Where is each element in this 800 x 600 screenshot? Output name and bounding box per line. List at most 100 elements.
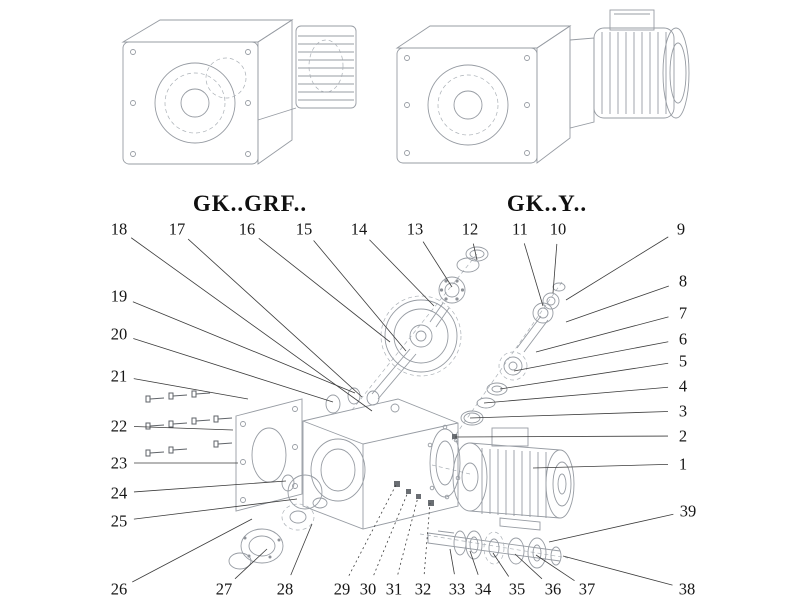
- callout-number-11: 11: [512, 220, 528, 239]
- gearbox-grf-drawing: [121, 19, 357, 165]
- callout-number-17: 17: [169, 220, 186, 239]
- callout-number-30: 30: [360, 580, 377, 599]
- mounting-flange: [235, 398, 303, 512]
- leader-line-38: [562, 555, 673, 586]
- leader-line-36: [514, 553, 543, 580]
- leader-line-13: [422, 241, 453, 288]
- callout-number-20: 20: [111, 325, 128, 344]
- shaft-end: [366, 390, 380, 406]
- callout-number-6: 6: [679, 330, 687, 349]
- leader-line-1: [532, 464, 669, 469]
- leader-line-11: [523, 243, 544, 307]
- fin-cover: [295, 25, 357, 109]
- leader-line-37: [535, 554, 575, 582]
- motor-foot: [499, 517, 541, 531]
- filler-plug: [390, 403, 400, 413]
- callout-number-25: 25: [111, 512, 128, 531]
- leader-line-20: [133, 338, 334, 403]
- callout-number-8: 8: [679, 272, 687, 291]
- callout-number-35: 35: [509, 580, 526, 599]
- motor-fasteners: [394, 434, 457, 506]
- pinion-gear: [498, 351, 528, 381]
- leader-line-19: [132, 301, 356, 394]
- leader-line-2: [454, 435, 669, 438]
- leader-line-15: [313, 240, 407, 352]
- input-gear-assembly: [366, 246, 489, 406]
- callout-number-15: 15: [296, 220, 313, 239]
- leader-line-26: [132, 518, 253, 583]
- callout-number-7: 7: [679, 304, 687, 323]
- output-gear: [483, 531, 505, 565]
- leader-line-4: [483, 386, 669, 404]
- leader-line-24: [133, 480, 287, 493]
- callout-number-32: 32: [415, 580, 432, 599]
- ring-gear: [281, 503, 315, 531]
- callout-number-19: 19: [111, 287, 128, 306]
- round-cover: [287, 474, 323, 510]
- leader-line-3: [469, 411, 669, 419]
- callout-number-23: 23: [111, 454, 128, 473]
- leader-line-33: [449, 548, 455, 575]
- callout-number-5: 5: [679, 352, 687, 371]
- ball-bearing: [438, 276, 466, 304]
- callout-number-26: 26: [111, 580, 128, 599]
- output-cover-assembly: [228, 497, 328, 570]
- exploded-view: [145, 246, 575, 570]
- callout-number-10: 10: [550, 220, 567, 239]
- variant-title-y: GK..Y..: [506, 191, 588, 216]
- variant-title-grf: GK..GRF..: [192, 191, 308, 216]
- leader-line-29: [348, 484, 397, 576]
- bevel-pinion-assembly: [460, 282, 566, 426]
- callout-number-4: 4: [679, 377, 687, 396]
- leader-line-25: [133, 498, 298, 520]
- terminal-box: [609, 9, 655, 31]
- gear-teeth: [380, 295, 462, 377]
- leader-line-9: [565, 236, 669, 301]
- input-seals: [325, 387, 361, 414]
- callout-number-18: 18: [111, 220, 128, 239]
- leader-line-39: [548, 513, 674, 543]
- callout-number-29: 29: [334, 580, 351, 599]
- callout-number-21: 21: [111, 367, 128, 386]
- motor-fan-cover: [545, 449, 575, 519]
- retaining-ring: [465, 246, 489, 262]
- callout-number-39: 39: [680, 502, 697, 521]
- shim-ring: [228, 552, 252, 570]
- housing: [281, 398, 461, 530]
- gearbox-y-drawing: [395, 9, 690, 164]
- callout-number-33: 33: [449, 580, 466, 599]
- callout-number-13: 13: [407, 220, 424, 239]
- leader-line-22: [133, 426, 234, 431]
- callout-number-27: 27: [216, 580, 233, 599]
- leader-line-17: [187, 238, 363, 398]
- callout-number-16: 16: [239, 220, 256, 239]
- leader-line-28: [290, 523, 313, 576]
- callout-number-38: 38: [679, 580, 696, 599]
- leader-line-6: [513, 341, 669, 372]
- fan-cover: [662, 27, 690, 119]
- leader-line-8: [565, 285, 669, 323]
- callout-number-9: 9: [677, 220, 685, 239]
- motor-adapter: [569, 37, 595, 129]
- callout-number-22: 22: [111, 417, 128, 436]
- callout-number-24: 24: [111, 484, 128, 503]
- callout-number-3: 3: [679, 402, 687, 421]
- keyway: [437, 530, 455, 534]
- leader-line-32: [423, 502, 431, 575]
- flange-bolts: [145, 390, 233, 457]
- assembly-axes: [351, 253, 569, 559]
- motor-drawing: [593, 9, 690, 119]
- leader-line-12: [472, 243, 478, 261]
- leader-line-14: [369, 239, 435, 307]
- leader-line-21: [133, 378, 249, 400]
- callout-number-2: 2: [679, 427, 687, 446]
- leader-line-34: [469, 550, 479, 575]
- callout-number-36: 36: [545, 580, 562, 599]
- callout-number-37: 37: [579, 580, 596, 599]
- callout-number-31: 31: [386, 580, 403, 599]
- leader-line-5: [499, 362, 669, 390]
- leader-line-16: [258, 237, 391, 343]
